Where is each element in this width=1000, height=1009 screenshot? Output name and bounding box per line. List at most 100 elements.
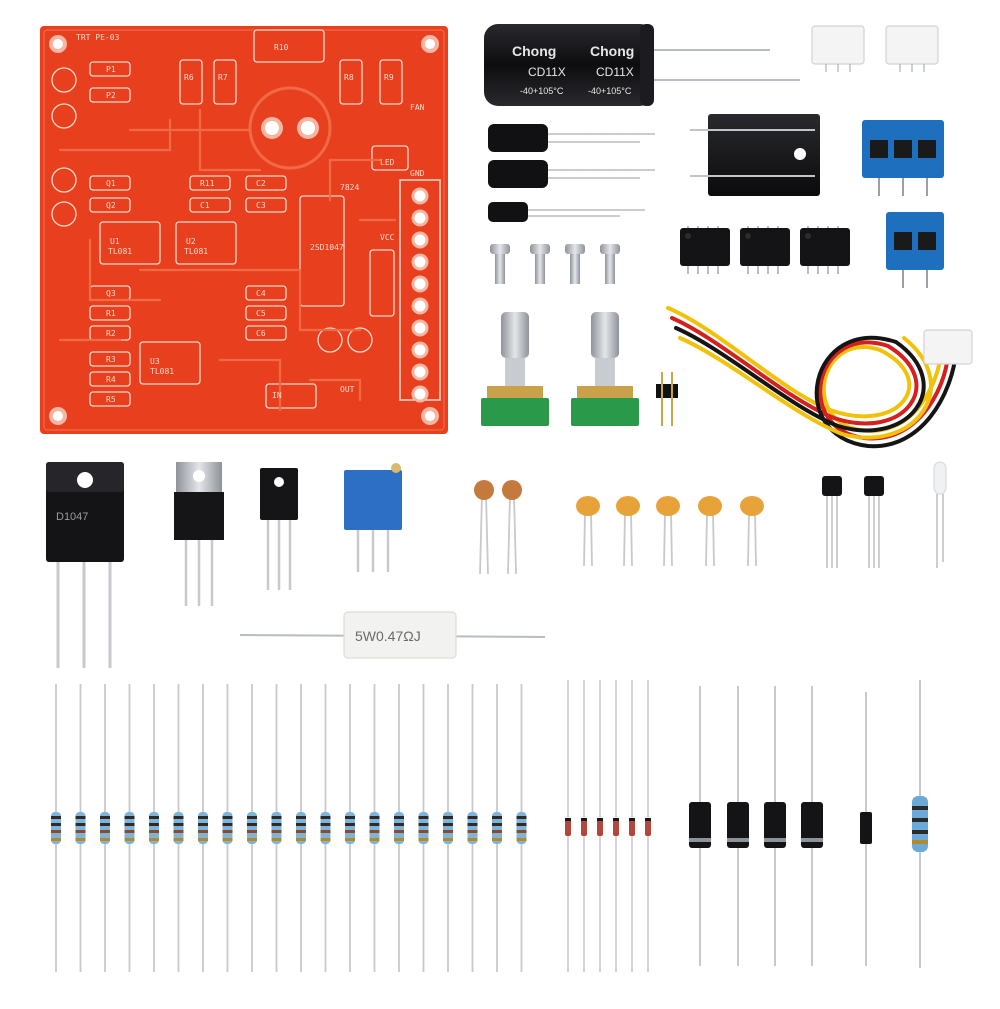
cap-lead [754,511,757,567]
screw-shaft [495,254,505,284]
pcb-trace [328,158,382,202]
resistor-band [75,830,86,833]
power-transistor-to3p: D1047 [46,462,124,668]
pcb-silk-label: C5 [256,309,266,318]
pin-header [656,372,678,426]
pcb-pad [411,275,429,293]
resistor-band [369,830,380,833]
large-electrolytic-capacitor: Chong Chong CD11X CD11X -40+105°C -40+10… [484,24,800,106]
small-signal-diode [597,680,603,972]
pcb-silk-circle [347,327,373,353]
diode-band [629,818,635,821]
resistor-band [271,838,282,841]
pcb-silk-label: R4 [106,375,116,384]
cap-lead [479,493,483,575]
capacitor-series-2: CD11X [596,65,634,79]
pcb-silk-label: C2 [256,179,266,188]
zener-diode [860,692,872,966]
pot-body [571,398,639,426]
pcb-silk-circle [51,167,77,193]
cap-lead [663,511,666,567]
diode-body [629,818,635,836]
resistor-band [124,823,135,826]
cap-lead [712,511,715,567]
resistor-body [271,812,282,844]
capacitor-temp-1: -40+105°C [520,86,564,96]
pcb-silk-label: GND [410,169,425,178]
pcb-silk-outline [245,285,287,301]
trimmer-potentiometer [344,463,402,572]
resistor-body [124,812,135,844]
pcb-silk-label: Q3 [106,289,116,298]
precision-resistor [912,680,928,968]
resistor-band [271,823,282,826]
pcb-pad [411,319,429,337]
screw-shaft [605,254,615,284]
screw [530,244,550,284]
small-signal-diode [645,680,651,972]
resistor-body [418,812,429,844]
ic-notch [745,233,751,239]
wire-harness [666,306,973,449]
resistor-band [394,816,404,819]
small-signal-diode [629,680,635,972]
resistor-band [271,816,282,819]
cap-body [502,480,522,500]
potentiometers [481,312,639,426]
resistor-band [149,816,159,819]
diode-band [613,818,619,821]
resistor-band [100,838,110,841]
resistor-body [222,812,233,844]
pcb-silk-label: 2SD1047 [310,243,344,252]
pcb-silk-circle [317,327,343,353]
resistor-band [271,830,282,833]
pcb-silk-outline [89,351,131,367]
cement-power-resistor: 5W0.47ΩJ [239,611,546,659]
diode-body [597,818,603,836]
resistor-band [443,823,453,826]
pcb-silk-outline [89,305,131,321]
pcb-silk-outline [89,87,131,103]
small-ceramic-capacitor [474,480,494,575]
resistor-band [492,830,502,833]
rectifier-diode [764,686,786,966]
resistor-band [149,823,159,826]
diode-body [764,802,786,848]
rectifier-diodes [689,686,823,966]
heatsink [690,114,820,196]
pcb-silk-label: R7 [218,73,228,82]
axial-resistor [467,684,478,972]
resistor-band [222,816,233,819]
small-signal-diode [613,680,619,972]
cap-body [474,480,494,500]
dip8-ic [740,226,790,274]
resistor-band [100,823,110,826]
pcb-silk-label: R10 [274,43,289,52]
screw-shaft [535,254,545,284]
resistor-band [345,838,355,841]
resistor-body [369,812,380,844]
pcb-silk-outline [379,59,403,105]
screw-head [490,244,510,254]
resistor-band [100,830,110,833]
ic-body [800,228,850,266]
screw-head [600,244,620,254]
cap-lead [630,511,633,567]
diode-body [613,818,619,836]
resistor-band [320,838,331,841]
resistor-band [198,816,208,819]
resistor-band [75,838,86,841]
pcb-pad [411,363,429,381]
resistor-band [51,830,61,833]
resistor-body [492,812,502,844]
diode-body [801,802,823,848]
pcb-silk-label: U1 [110,237,120,246]
axial-resistor [149,684,159,972]
pot-body [481,398,549,426]
axial-resistor [51,684,61,972]
pcb-silk-label: TL081 [150,367,174,376]
resistor-band [467,838,478,841]
resistor-band [173,830,184,833]
transistor-body [822,476,842,496]
resistor-body [247,812,257,844]
